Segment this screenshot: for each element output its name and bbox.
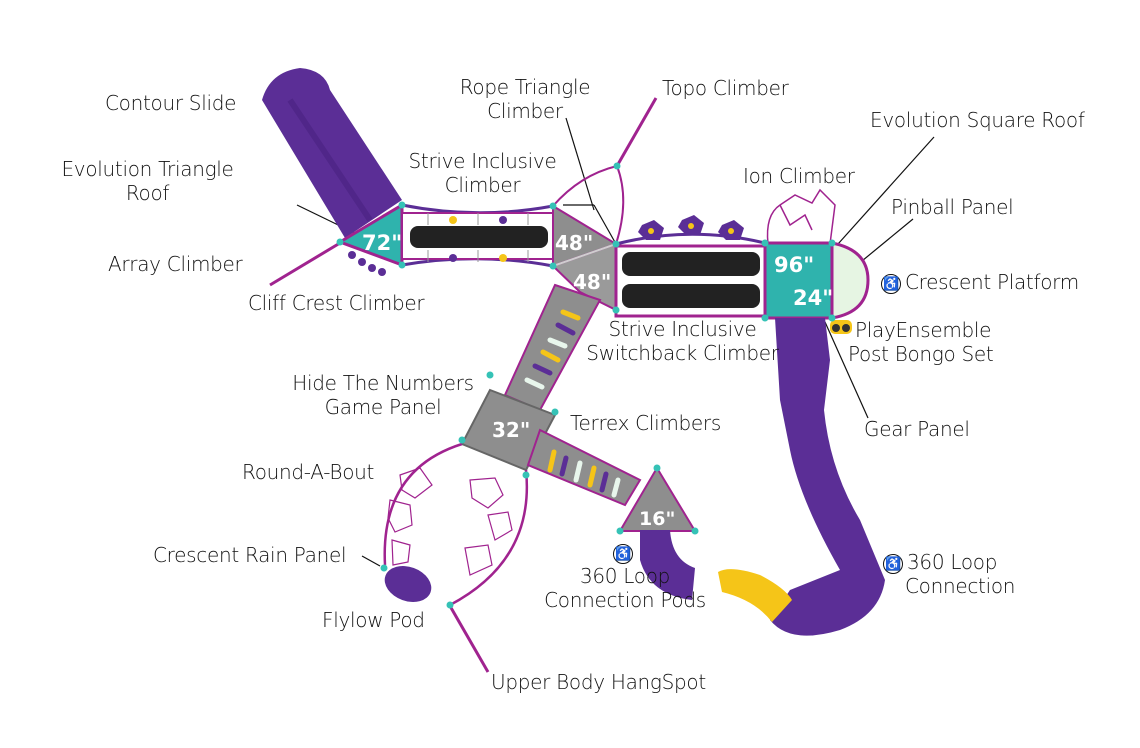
leader-evolution-square-roof [837,136,935,245]
label-evolution-triangle-roof-line2: Roof [125,181,170,205]
label-loop-connection: ♿360 Loop Connection [883,550,1015,598]
label-playensemble-line2: Post Bongo Set [848,342,994,366]
leader-gear-panel [824,321,869,419]
label-hide-numbers-line1: Hide The Numbers [292,371,474,395]
connector-posts [336,162,836,609]
label-rope-triangle-climber-line2: Climber [487,99,563,123]
platform-48-pair: 48" 48" [551,204,619,312]
platform-height-24: 24" [793,286,833,310]
label-upper-body-hangspot: Upper Body HangSpot [491,670,706,694]
label-crescent-rain-panel: Crescent Rain Panel [153,543,347,567]
wheelchair-accessible-icon: ♿ [881,273,901,294]
round-a-bout [383,442,529,607]
ramp-terrex-upper [503,283,602,412]
strive-inclusive-climber [401,203,554,268]
label-flylow-pod: Flylow Pod [322,608,425,632]
label-crescent-platform: ♿Crescent Platform [881,270,1079,294]
climber-lines [269,97,658,673]
label-strive-switchback-line2: Switchback Climber [586,341,779,365]
loop-connection-slide [718,318,885,636]
platform-32: 32" [460,388,557,472]
label-loop-connection-line1: 360 Loop [907,550,998,574]
label-terrex-climbers: Terrex Climbers [570,411,721,435]
upper-body-hangspot-line [448,605,490,673]
ramp-terrex-lower [526,428,642,507]
label-cliff-crest-climber: Cliff Crest Climber [248,291,425,315]
label-loop-connection-line2: Connection [905,574,1016,598]
platform-height-48b: 48" [573,270,611,294]
leader-rope-triangle-c [593,204,617,245]
label-hide-numbers: Hide The Numbers Game Panel [278,371,488,419]
label-strive-switchback-line1: Strive Inclusive [608,317,757,341]
label-loop-connection-pods: ♿ 360 Loop Connection Pods [535,540,715,612]
label-evolution-square-roof: Evolution Square Roof [870,108,1085,132]
bongo-set [830,320,852,334]
label-ion-climber: Ion Climber [743,164,855,188]
wheelchair-accessible-icon: ♿ [883,553,903,574]
label-rope-triangle-climber: Rope Triangle Climber [445,75,605,123]
label-array-climber: Array Climber [108,252,243,276]
flylow-pod [384,566,432,602]
label-hide-numbers-line2: Game Panel [324,395,442,419]
label-pinball-panel: Pinball Panel [891,195,1014,219]
platform-72: 72" [336,202,404,276]
label-round-a-bout: Round-A-Bout [242,460,375,484]
label-rope-triangle-climber-line1: Rope Triangle [459,75,591,99]
strive-switchback-climber [614,215,768,318]
label-contour-slide: Contour Slide [105,91,237,115]
array-climber-line [269,241,341,287]
label-evolution-triangle-roof: Evolution Triangle Roof [50,157,245,205]
ion-climber [766,188,836,245]
label-topo-climber: Topo Climber [662,76,789,100]
platform-height-16: 16" [639,508,675,530]
label-playensemble: PlayEnsemble Post Bongo Set [848,318,994,366]
label-strive-inclusive-climber: Strive Inclusive Climber [395,149,570,197]
topo-climber-line [615,97,658,167]
label-loop-pods-line1: 360 Loop [579,564,671,588]
label-strive-switchback: Strive Inclusive Switchback Climber [585,317,780,365]
platform-height-96: 96" [774,253,814,277]
label-playensemble-line1: PlayEnsemble [855,318,992,342]
label-loop-pods-line2: Connection Pods [544,588,706,612]
label-crescent-platform-text: Crescent Platform [905,270,1079,294]
leader-crescent-rain [361,555,381,567]
label-gear-panel: Gear Panel [864,417,970,441]
platform-height-32: 32" [492,418,530,442]
leader-rope-triangle-a [565,117,595,211]
platform-height-48a: 48" [555,231,593,255]
contour-slide [262,68,402,238]
platform-height-72: 72" [362,231,402,255]
wheelchair-accessible-icon: ♿ [613,543,633,564]
label-strive-inclusive-climber-line1: Strive Inclusive [408,149,557,173]
label-strive-inclusive-climber-line2: Climber [444,173,521,197]
label-evolution-triangle-roof-line1: Evolution Triangle [61,157,234,181]
platform-96-24: 96" 24" [763,241,870,320]
loop-pod-tube [640,530,695,600]
